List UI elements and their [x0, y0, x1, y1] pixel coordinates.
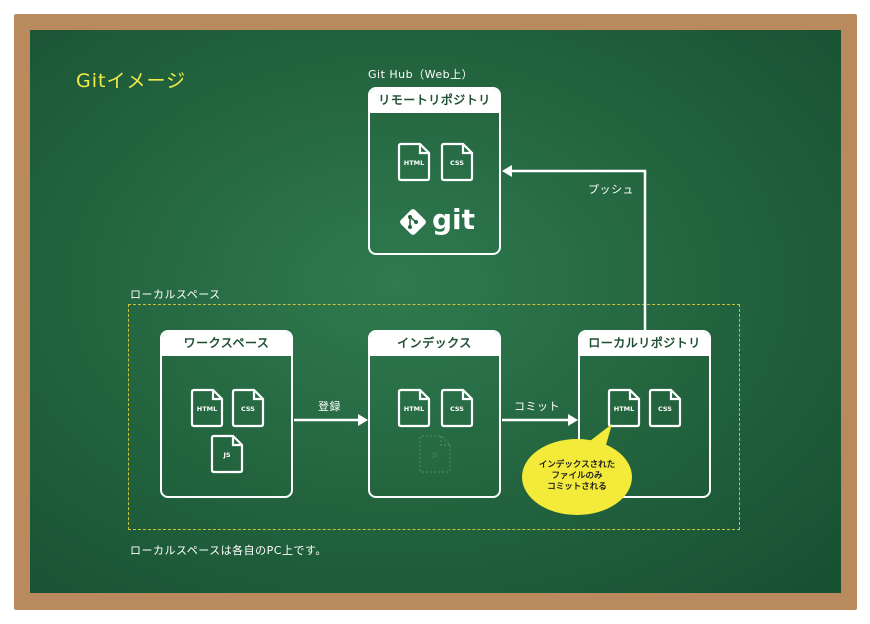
- local-repository-header: ローカルリポジトリ: [580, 332, 709, 356]
- speech-bubble: [522, 424, 632, 515]
- add-label: 登録: [318, 400, 341, 413]
- git-logo-text: git: [432, 203, 476, 236]
- file-label: CSS: [658, 405, 672, 413]
- file-label: CSS: [241, 405, 255, 413]
- file-label: CSS: [450, 405, 464, 413]
- file-icon: CSS: [648, 388, 682, 428]
- local-space-region: [128, 304, 740, 530]
- file-label: CSS: [450, 159, 464, 167]
- file-label: HTML: [613, 405, 635, 413]
- push-arrow: [502, 165, 647, 330]
- local-repository-box: ローカルリポジトリ: [578, 330, 711, 498]
- file-label: HTML: [403, 405, 425, 413]
- index-header: インデックス: [370, 332, 499, 356]
- file-label: JS: [223, 451, 231, 459]
- bubble-line: インデックスされた: [538, 460, 616, 470]
- add-arrow: [294, 414, 368, 426]
- workspace-header: ワークスペース: [162, 332, 291, 356]
- ghost-file-label: JS: [431, 451, 439, 459]
- push-label: プッシュ: [588, 183, 634, 196]
- git-diamond-icon: [400, 209, 426, 235]
- file-icon: HTML: [397, 388, 431, 428]
- local-space-label: ローカルスペース: [130, 288, 221, 301]
- workspace-box: ワークスペース: [160, 330, 293, 498]
- bubble-text: インデックスされた ファイルのみ コミットされる: [527, 460, 627, 493]
- file-icon: CSS: [231, 388, 265, 428]
- git-logo: git: [398, 203, 476, 243]
- file-icon: CSS: [440, 142, 474, 182]
- file-icon: HTML: [190, 388, 224, 428]
- ghost-file-icon: JS: [418, 434, 452, 474]
- commit-arrow: [502, 414, 578, 426]
- remote-caption: Git Hub（Web上）: [368, 68, 474, 81]
- file-label: HTML: [403, 159, 425, 167]
- commit-label: コミット: [514, 400, 560, 413]
- bubble-line: ファイルのみ: [551, 471, 603, 481]
- bubble-line: コミットされる: [547, 482, 607, 492]
- file-icon: JS: [210, 434, 244, 474]
- file-icon: HTML: [397, 142, 431, 182]
- chalkboard: [30, 30, 841, 593]
- local-space-note: ローカルスペースは各自のPC上です。: [130, 544, 327, 557]
- file-label: HTML: [196, 405, 218, 413]
- remote-repository-header: リモートリポジトリ: [370, 89, 499, 113]
- file-icon: CSS: [440, 388, 474, 428]
- diagram-title: Gitイメージ: [76, 70, 187, 92]
- index-box: インデックス: [368, 330, 501, 498]
- remote-repository-box: リモートリポジトリ: [368, 87, 501, 255]
